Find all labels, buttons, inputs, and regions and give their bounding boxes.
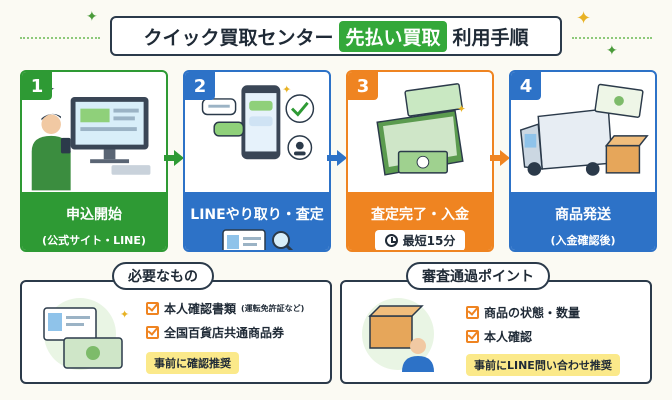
time-label: 最短15分 (402, 234, 456, 248)
required-item: 本人確認書類 (運転免許証など) (146, 300, 304, 317)
sparkle-icon: ✦ (86, 9, 98, 25)
svg-text:✦: ✦ (282, 83, 291, 96)
gift-card-icon (63, 337, 123, 369)
step-label: LINEやり取り・査定 (190, 207, 324, 223)
step-number: 4 (511, 72, 541, 100)
svg-text:✦: ✦ (457, 103, 466, 116)
computer-icon: ✦ (31, 82, 151, 191)
title-prefix: クイック買取センター (143, 26, 334, 49)
required-item: 全国百貨店共通商品券 (146, 324, 284, 341)
step-number: 1 (22, 72, 52, 100)
step-number: 3 (348, 72, 378, 100)
box-icon (604, 135, 649, 174)
svg-text:✦: ✦ (120, 308, 129, 321)
sparkle-icon: ✦ (606, 43, 618, 59)
title-suffix: 利用手順 (452, 26, 529, 49)
gift-card-icon (594, 83, 644, 118)
chat-bubble-icon (201, 98, 273, 137)
required-note: 事前に確認推奨 (146, 352, 239, 374)
review-item: 商品の状態・数量 (466, 304, 580, 321)
step-label: 査定完了・入金 (371, 207, 469, 223)
required-items-title: 必要なもの (112, 262, 214, 290)
review-item: 本人確認 (466, 328, 532, 345)
review-note: 事前にLINE問い合わせ推奨 (466, 354, 620, 376)
step-4-band: 商品発送 (入金確認後) (511, 192, 655, 250)
step-label: 商品発送 (555, 207, 611, 223)
checkbox-icon (146, 302, 159, 315)
checkbox-icon (466, 306, 479, 319)
step-sublabel: (入金確認後) (550, 234, 616, 247)
person-icon (402, 338, 434, 372)
step-1-card: ✦ 1 申込開始 (公式サイト・LINE) (20, 70, 168, 252)
required-item-label: 本人確認書類 (164, 302, 237, 316)
wallet-icon: ✦ (376, 83, 466, 176)
truck-icon (519, 83, 649, 176)
step-3-band: 査定完了・入金 最短15分 (348, 192, 492, 250)
sparkle-icon: ✦ (576, 8, 592, 29)
smartphone-icon: ✦ (201, 83, 315, 160)
required-item-note: (運転免許証など) (241, 304, 305, 313)
checkbox-icon (146, 326, 159, 339)
arrow-right-icon (490, 150, 510, 166)
review-points-panel: 商品の状態・数量 本人確認 事前にLINE問い合わせ推奨 (340, 280, 652, 384)
time-badge: 最短15分 (374, 230, 466, 250)
id-card-icon (222, 229, 294, 250)
arrow-right-icon (164, 150, 184, 166)
person-icon (31, 113, 71, 191)
required-item-label: 全国百貨店共通商品券 (164, 326, 285, 340)
required-items-panel: ✦ 本人確認書類 (運転免許証など) 全国百貨店共通商品券 事前に確認推奨 (20, 280, 332, 384)
magnifier-icon (272, 231, 294, 250)
step-number: 2 (185, 72, 215, 100)
review-points-title: 審査通過ポイント (406, 262, 550, 290)
step-sublabel: (公式サイト・LINE) (42, 234, 146, 247)
step-4-card: 4 商品発送 (入金確認後) (509, 70, 657, 252)
title-highlight: 先払い買取 (339, 20, 447, 52)
step-2-card: ✦ 2 LINEやり取り・査定 (183, 70, 331, 252)
decorative-dotted-line-left (20, 37, 100, 39)
review-item-label: 商品の状態・数量 (484, 306, 581, 320)
step-3-card: ✦ 3 査定完了・入金 最短15分 (346, 70, 494, 252)
step-label: 申込開始 (66, 207, 122, 223)
arrow-right-icon (327, 150, 347, 166)
review-item-label: 本人確認 (484, 330, 533, 344)
decorative-dotted-line-right (572, 37, 652, 39)
step-2-band: LINEやり取り・査定 (185, 192, 329, 250)
checkbox-icon (466, 330, 479, 343)
step-1-band: 申込開始 (公式サイト・LINE) (22, 192, 166, 250)
page-title: クイック買取センター 先払い買取 利用手順 (110, 16, 562, 56)
clock-icon (384, 234, 398, 247)
id-card-icon: ✦ (43, 298, 129, 370)
banknote-icon (416, 155, 430, 169)
box-icon (362, 298, 434, 372)
